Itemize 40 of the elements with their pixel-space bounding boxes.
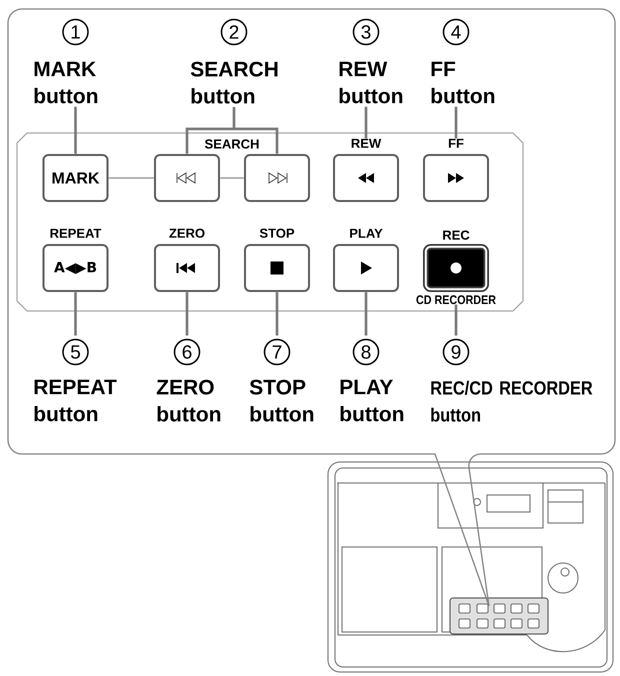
button-label: CD RECORDER xyxy=(416,295,496,304)
callout-number: 6 xyxy=(174,338,200,366)
callout-number: 2 xyxy=(220,18,248,46)
callout-number: 3 xyxy=(352,18,380,46)
leader-line xyxy=(186,106,278,156)
callout-label: ZERO button xyxy=(156,380,220,422)
button-label: FF xyxy=(448,138,464,148)
callout-number: 4 xyxy=(442,18,470,46)
panel-label: SEARCH xyxy=(204,139,259,149)
button-label: REC xyxy=(443,230,470,240)
callout-number: 8 xyxy=(352,338,380,366)
leader-line xyxy=(186,292,188,336)
callout-label: MARK button xyxy=(34,62,98,104)
button-label: REW xyxy=(352,138,382,148)
button-panel xyxy=(16,132,524,312)
leader-line xyxy=(74,292,77,336)
button-label: STOP xyxy=(260,228,294,238)
button-label: ZERO xyxy=(169,228,205,238)
callout-bubble xyxy=(7,8,616,607)
callout-number: 1 xyxy=(62,18,89,46)
repeat-button: A◀▶B xyxy=(42,244,108,292)
callout-label: REW button xyxy=(340,62,402,104)
callout-label: PLAY button xyxy=(340,380,404,422)
callout-number: 9 xyxy=(442,338,470,366)
leader-line xyxy=(364,106,368,138)
callout-number: 7 xyxy=(264,338,290,366)
leader-line xyxy=(364,292,368,336)
leader-line xyxy=(454,304,458,336)
mark-button: MARK xyxy=(42,154,108,202)
callout-label: FF button xyxy=(432,62,494,104)
button-label: PLAY xyxy=(350,228,383,238)
callout-number: 5 xyxy=(62,338,89,366)
leader-line xyxy=(74,106,77,154)
callout-label: REPEAT button xyxy=(34,380,117,422)
leader-line xyxy=(276,292,278,336)
callout-label: REC/CD RECORDER button xyxy=(431,380,592,422)
button-label: REPEAT xyxy=(50,228,102,238)
callout-label: STOP button xyxy=(250,380,314,422)
callout-label: SEARCH button xyxy=(190,62,278,104)
leader-line xyxy=(454,106,458,138)
